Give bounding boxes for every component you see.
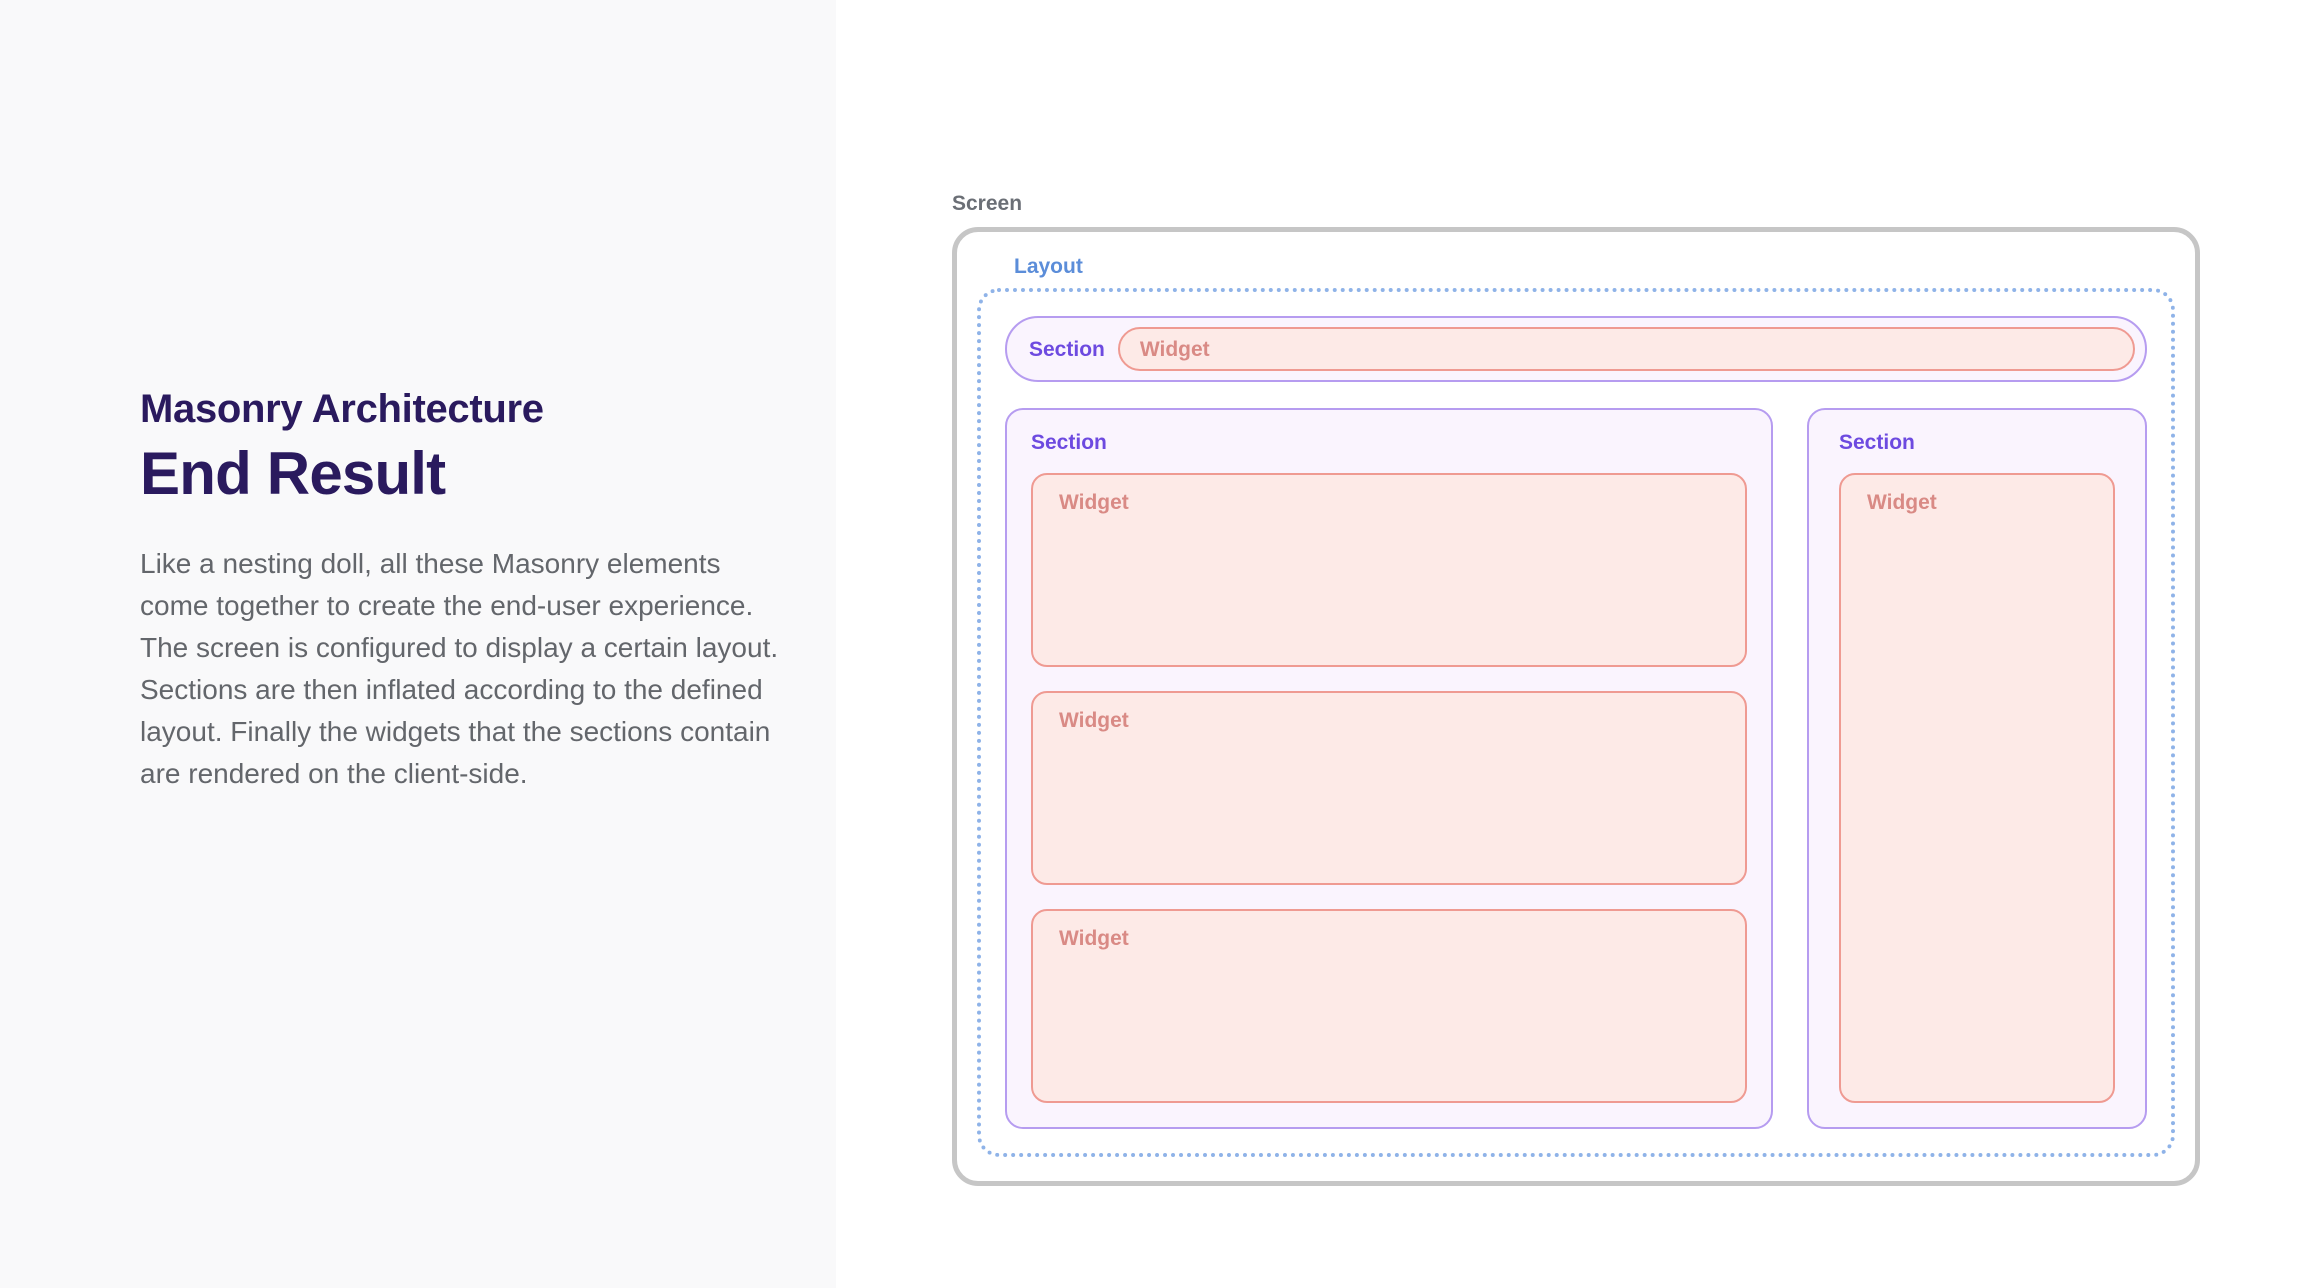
section-top[interactable]: Section Widget — [1005, 316, 2147, 382]
widget-main-3[interactable]: Widget — [1031, 909, 1747, 1103]
section-label: Section — [1839, 431, 1915, 454]
widget-side-1[interactable]: Widget — [1839, 473, 2115, 1103]
widget-label: Widget — [1139, 337, 1210, 361]
section-main[interactable]: Section Widget Widget Widget — [1005, 408, 1773, 1129]
widget-top[interactable]: Widget — [1117, 327, 2135, 371]
eyebrow-heading: Masonry Architecture — [140, 387, 544, 431]
layout-box: Section Widget Section Widget — [977, 288, 2175, 1157]
screen-frame: Layout Section Widget Section — [952, 227, 2200, 1186]
layout-label: Layout — [1014, 255, 1083, 278]
section-label: Section — [1031, 431, 1107, 454]
section-label: Section — [1029, 337, 1105, 361]
widget-label: Widget — [1059, 491, 1129, 514]
widget-main-2[interactable]: Widget — [1031, 691, 1747, 885]
widget-main-1[interactable]: Widget — [1031, 473, 1747, 667]
widget-label: Widget — [1867, 491, 1937, 514]
body-paragraph: Like a nesting doll, all these Masonry e… — [140, 547, 779, 789]
widget-label: Widget — [1059, 709, 1129, 732]
section-columns: Section Widget Widget Widget — [1005, 408, 2147, 1129]
section-side[interactable]: Section Widget — [1807, 408, 2147, 1129]
architecture-diagram: Screen Layout Section Widget — [952, 193, 2212, 1186]
left-text-panel: Masonry Architecture End Result Like a n… — [0, 0, 836, 1288]
page-title: End Result — [140, 439, 446, 507]
right-diagram-panel: Screen Layout Section Widget — [836, 0, 2298, 1288]
screen-label: Screen — [952, 192, 1023, 215]
left-text-block: Masonry Architecture End Result Like a n… — [140, 385, 800, 795]
widget-label: Widget — [1059, 927, 1129, 950]
